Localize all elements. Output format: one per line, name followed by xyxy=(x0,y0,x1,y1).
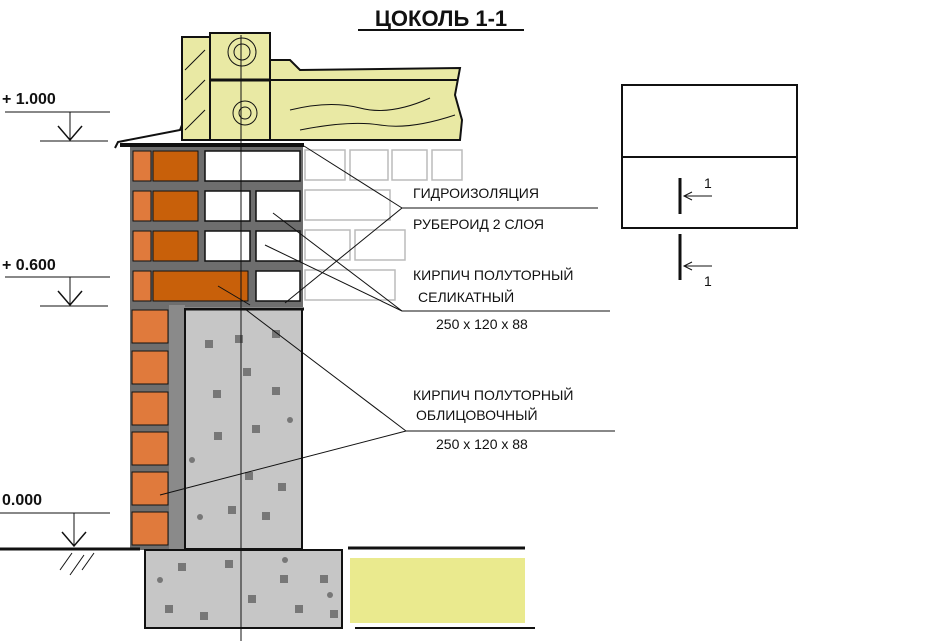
callout-waterproofing: ГИДРОИЗОЛЯЦИЯ РУБЕРОИД 2 СЛОЯ xyxy=(284,145,598,304)
silicate-bricks xyxy=(204,150,301,302)
section-key: 1 1 xyxy=(621,84,798,289)
svg-text:1: 1 xyxy=(704,273,712,289)
callout-silicate-brick: КИРПИЧ ПОЛУТОРНЫЙ СЕЛИКАТНЫЙ 250 x 120 x… xyxy=(217,212,610,332)
timber-beam xyxy=(181,32,464,141)
level-mark-1000: + 1.000 xyxy=(2,91,110,142)
backfill-soil xyxy=(348,546,535,629)
svg-text:СЕЛИКАТНЫЙ: СЕЛИКАТНЫЙ xyxy=(418,288,514,305)
svg-text:+ 0.600: + 0.600 xyxy=(2,257,56,274)
background-silicate-bricks xyxy=(304,149,463,301)
insulation-layer xyxy=(169,305,185,550)
svg-text:ОБЛИЦОВОЧНЫЙ: ОБЛИЦОВОЧНЫЙ xyxy=(416,406,538,423)
svg-text:250 x 120 x 88: 250 x 120 x 88 xyxy=(436,436,528,452)
svg-text:0.000: 0.000 xyxy=(2,492,42,509)
concrete-footing xyxy=(144,549,343,629)
svg-text:+ 1.000: + 1.000 xyxy=(2,91,56,108)
drawing-title: ЦОКОЛЬ 1-1 xyxy=(375,6,507,31)
svg-text:КИРПИЧ ПОЛУТОРНЫЙ: КИРПИЧ ПОЛУТОРНЫЙ xyxy=(413,266,574,283)
level-mark-0: 0.000 xyxy=(0,492,110,548)
upper-masonry xyxy=(130,147,303,307)
svg-text:РУБЕРОИД 2 СЛОЯ: РУБЕРОИД 2 СЛОЯ xyxy=(413,216,544,232)
facing-bricks-upper xyxy=(132,150,152,302)
facing-bricks-lower xyxy=(131,309,169,546)
drip-flashing xyxy=(114,124,183,149)
svg-text:ГИДРОИЗОЛЯЦИЯ: ГИДРОИЗОЛЯЦИЯ xyxy=(413,185,539,201)
ground-hatch-icon xyxy=(59,552,95,576)
svg-text:КИРПИЧ ПОЛУТОРНЫЙ: КИРПИЧ ПОЛУТОРНЫЙ xyxy=(413,386,574,403)
concrete-aggregate xyxy=(157,330,338,620)
level-mark-600: + 0.600 xyxy=(2,257,110,307)
svg-text:250 x 120 x 88: 250 x 120 x 88 xyxy=(436,316,528,332)
callout-facing-brick: КИРПИЧ ПОЛУТОРНЫЙ ОБЛИЦОВОЧНЫЙ 250 x 120… xyxy=(159,308,615,496)
lower-masonry xyxy=(130,305,343,629)
concrete-wall xyxy=(184,308,303,550)
svg-text:1: 1 xyxy=(704,175,712,191)
